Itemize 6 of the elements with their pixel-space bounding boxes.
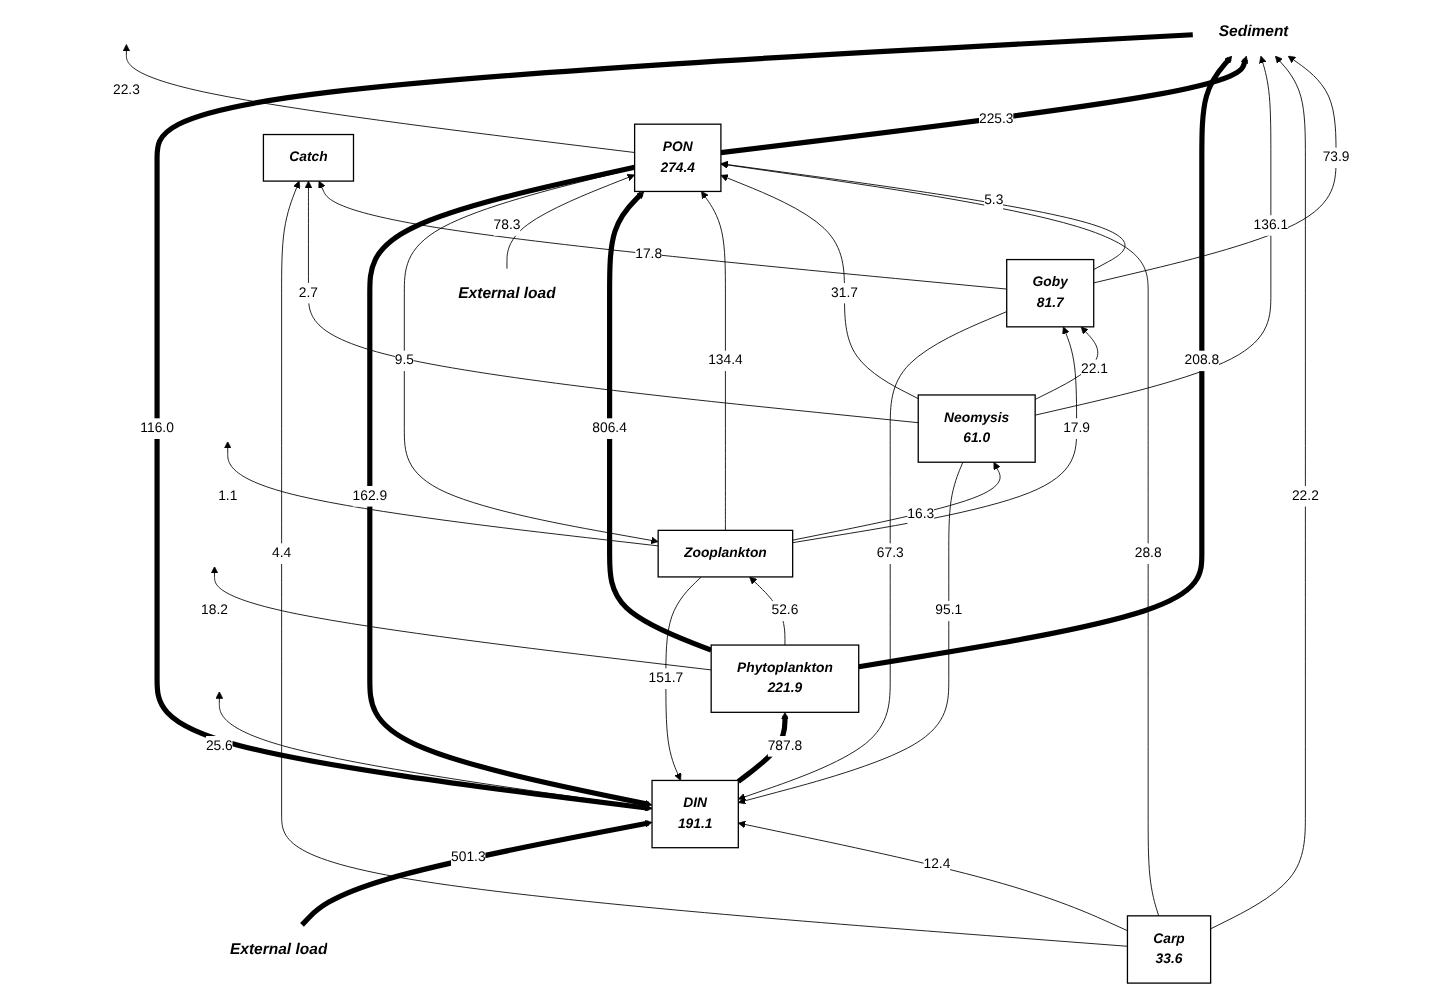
- arrow: [607, 191, 713, 653]
- arrow: [300, 819, 653, 927]
- arrow: [367, 164, 653, 808]
- arrow: [858, 55, 1233, 670]
- arrow: [720, 55, 1249, 156]
- arrow: [736, 711, 789, 784]
